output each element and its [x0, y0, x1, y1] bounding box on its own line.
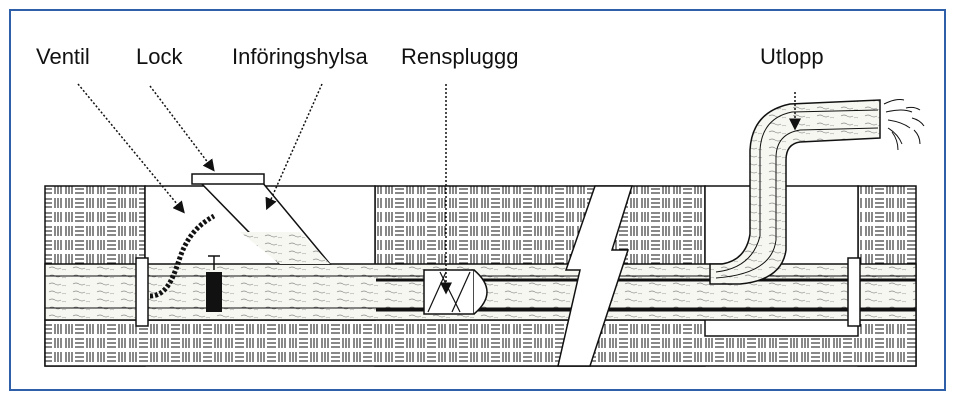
label-ventil: Ventil	[36, 44, 90, 69]
outer-border	[9, 9, 946, 391]
break-symbol	[557, 185, 634, 367]
valve-block	[206, 272, 222, 312]
cleaning-plug	[423, 269, 488, 315]
pointer-lock	[149, 85, 215, 172]
label-utlopp: Utlopp	[760, 44, 824, 69]
outlet-pipe	[709, 99, 881, 285]
insertion-sleeve-fluid	[240, 232, 330, 264]
valve-hose	[149, 213, 216, 299]
pointer-ventil	[77, 83, 185, 214]
water-splash-icon	[883, 99, 925, 151]
label-lock: Lock	[136, 44, 183, 69]
lid	[191, 173, 265, 185]
pipe-flange-right	[847, 257, 861, 327]
label-rensplugg: Renspluggg	[401, 44, 519, 69]
label-inforingshylsa: Införingshylsa	[232, 44, 368, 69]
pipe-flange-left	[135, 257, 149, 327]
